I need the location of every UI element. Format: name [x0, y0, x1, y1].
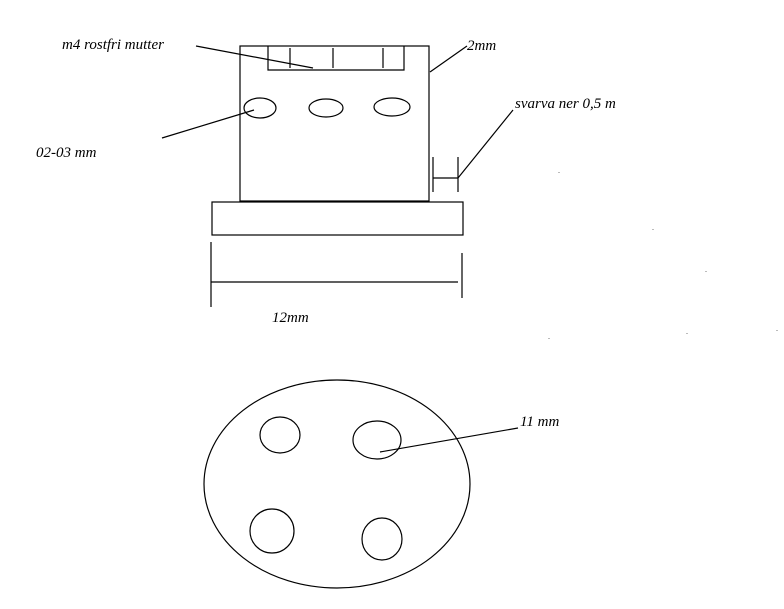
- wall-leader: [429, 45, 468, 73]
- circle-hole-leader: [379, 427, 519, 453]
- top-view-hole: [259, 416, 301, 454]
- side-hole: [243, 97, 277, 119]
- scan-specks: [548, 172, 778, 339]
- upper-block: [239, 45, 430, 202]
- base-plate: [211, 201, 464, 236]
- top-view-hole: [361, 517, 403, 561]
- width-label: 12mm: [272, 310, 309, 326]
- side-hole: [308, 98, 344, 118]
- top-view-hole: [249, 508, 295, 554]
- nut-leader: [195, 45, 314, 69]
- top-view-disc: [203, 379, 471, 589]
- turn-label: svarva ner 0,5 m: [515, 96, 616, 112]
- side-hole: [373, 97, 411, 117]
- nut-slot: [267, 46, 405, 71]
- nut-label: m4 rostfri mutter: [62, 37, 164, 53]
- turn-leader: [457, 109, 514, 179]
- top-view-hole: [352, 420, 402, 460]
- holes-leader: [161, 109, 255, 139]
- circle-hole-label: 11 mm: [520, 414, 559, 430]
- turn-down-mark: [432, 157, 459, 192]
- wall-label: 2mm: [467, 38, 496, 54]
- holes-label: 02-03 mm: [36, 145, 97, 161]
